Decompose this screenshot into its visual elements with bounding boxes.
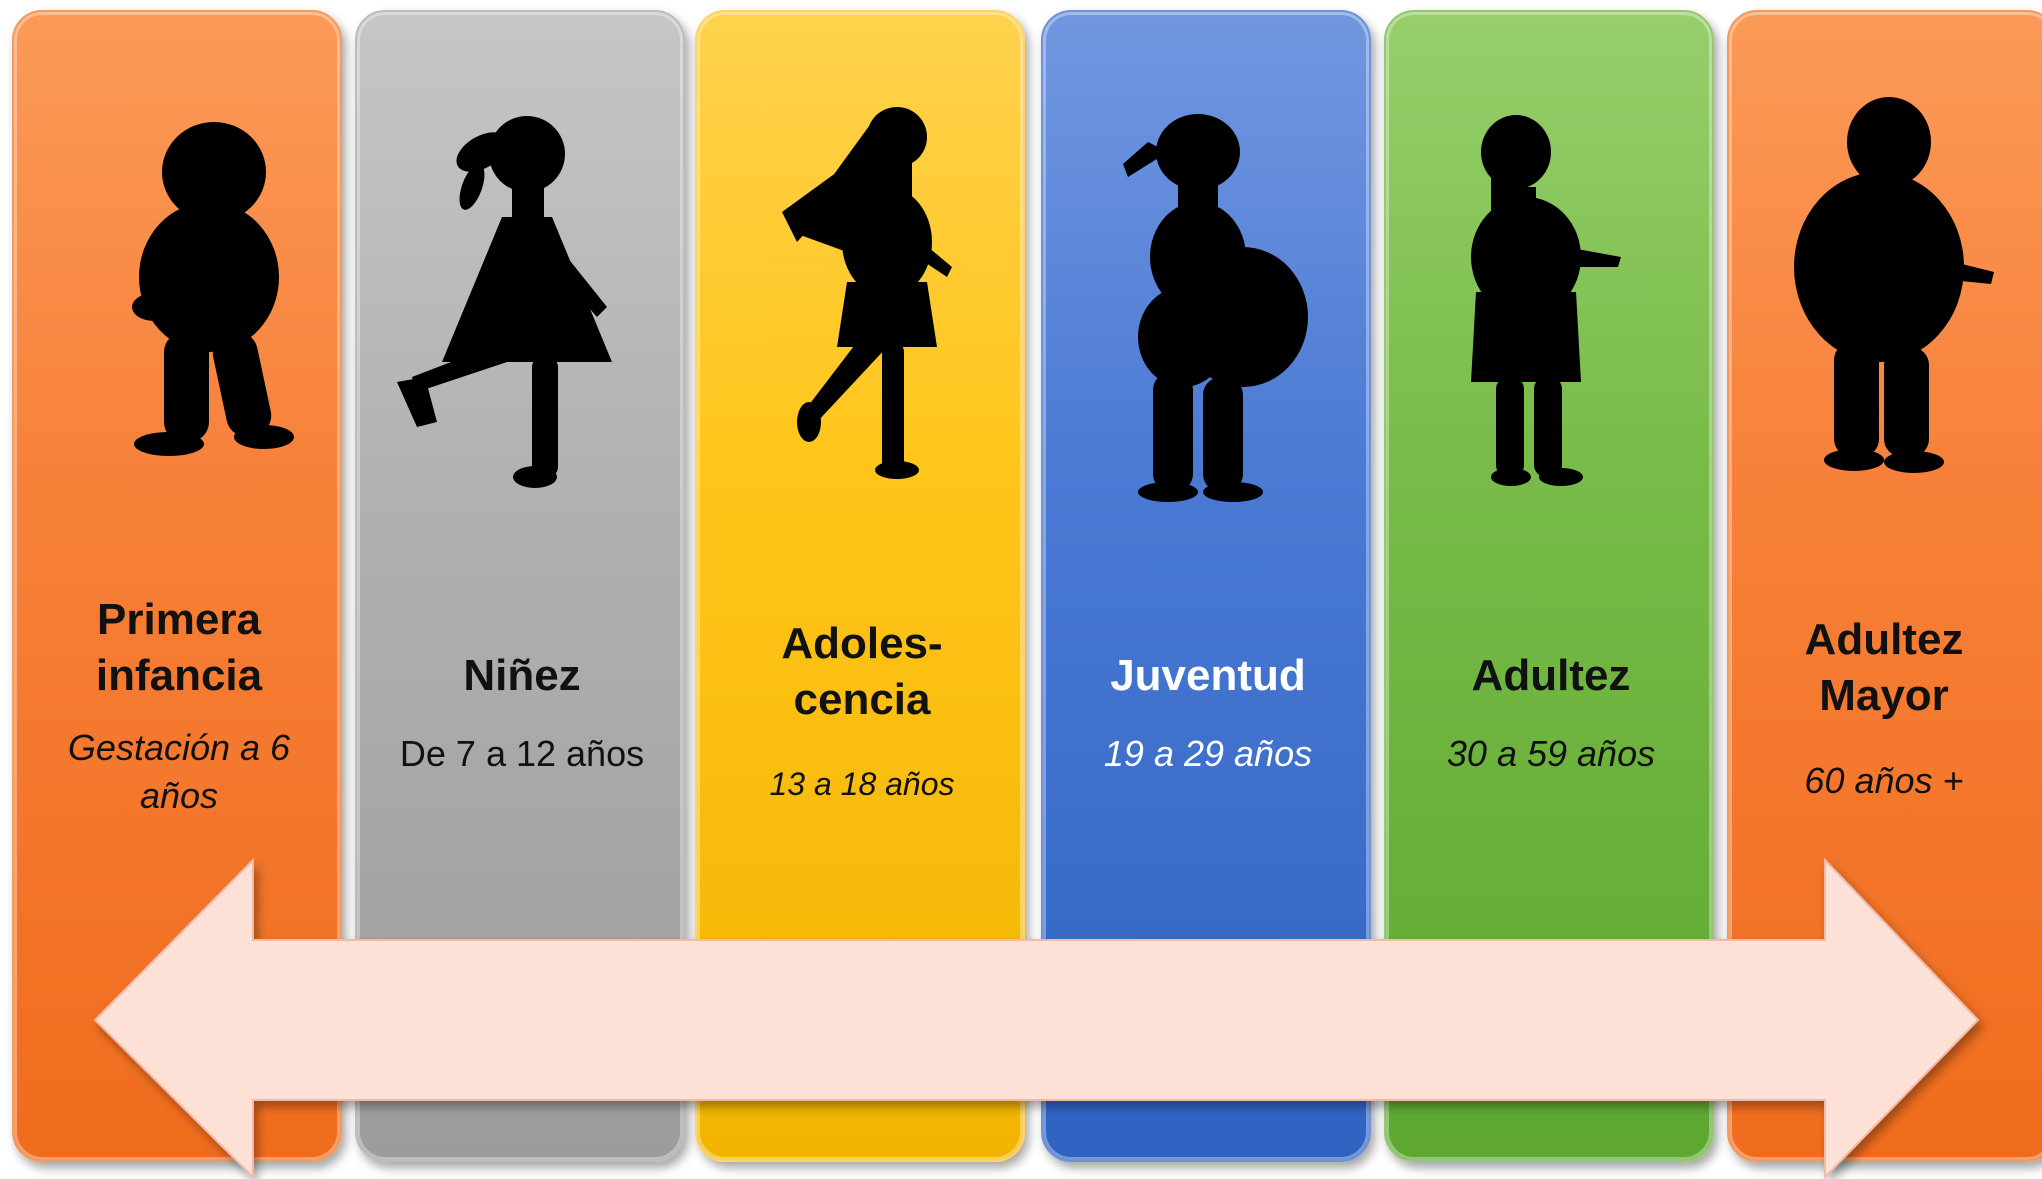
stage-title: Primera infancia — [95, 595, 263, 700]
stage-age-range: 60 años + — [1804, 760, 1964, 801]
pregnant-woman-silhouette-icon — [1123, 114, 1308, 502]
stage-panel-juventud: Juventud 19 a 29 años — [1041, 10, 1371, 1162]
stage-title: Adultez Mayor — [1804, 615, 1964, 720]
stage-panel-primera-infancia: Primera infancia Gestación a 6 años — [12, 10, 342, 1162]
stage-age-range: De 7 a 12 años — [399, 733, 645, 774]
stage-panel-adultez-mayor: Adultez Mayor 60 años + — [1727, 10, 2042, 1162]
stage-title: Niñez — [463, 651, 581, 700]
stage-panel-adolescencia: Adoles- cencia 13 a 18 años — [695, 10, 1025, 1162]
girl-running-silhouette-icon — [397, 116, 612, 488]
adult-woman-silhouette-icon — [1471, 115, 1621, 486]
teen-girl-silhouette-icon — [782, 107, 952, 479]
stage-title: Adoles- cencia — [781, 619, 943, 724]
stage-title: Juventud — [1110, 651, 1306, 700]
toddler-silhouette-icon — [132, 122, 294, 456]
stage-panel-ninez: Niñez De 7 a 12 años — [355, 10, 685, 1162]
stage-title: Adultez — [1471, 651, 1631, 700]
elderly-person-silhouette-icon — [1794, 97, 1994, 473]
stage-age-range: 30 a 59 años — [1446, 733, 1656, 774]
stage-age-range: Gestación a 6 años — [67, 727, 291, 816]
stage-age-range: 13 a 18 años — [769, 766, 955, 802]
stage-panel-adultez: Adultez 30 a 59 años — [1384, 10, 1714, 1162]
stage-age-range: 19 a 29 años — [1103, 733, 1313, 774]
